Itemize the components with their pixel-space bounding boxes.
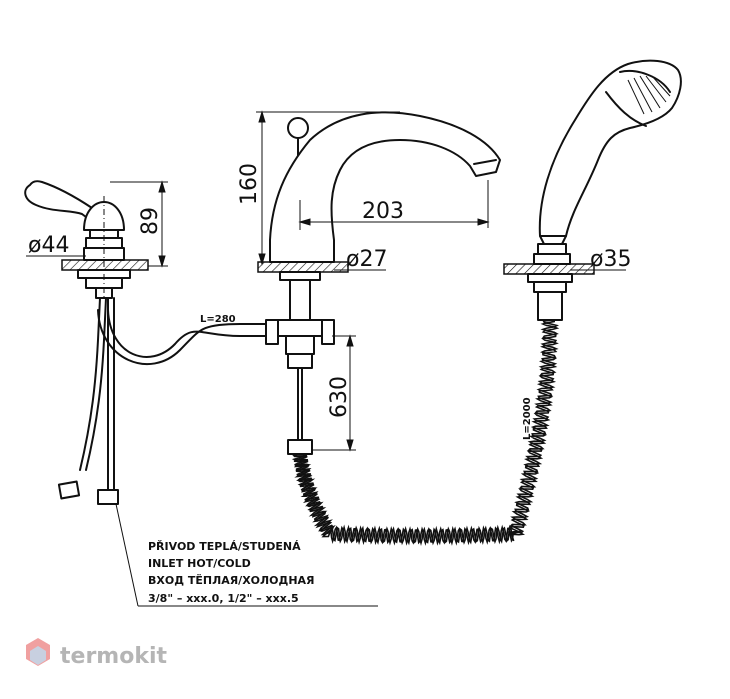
holder-ring	[533, 253, 571, 265]
dim-ø27: ø27	[334, 247, 387, 272]
connection-hose-outer	[97, 309, 269, 366]
note-line-3: ВХОД ТЁПЛАЯ/ХОЛОДНАЯ	[148, 573, 315, 587]
tee-bottom	[285, 335, 315, 355]
spring-strand	[292, 319, 560, 547]
inlet-nut	[287, 439, 313, 455]
dim-89: 89	[110, 180, 168, 268]
spray-nozzles	[627, 75, 671, 115]
holder-nut-lower	[533, 281, 567, 293]
valve-dome	[83, 201, 125, 231]
spout-shank	[289, 279, 311, 321]
dim-89-label: 89	[138, 207, 163, 235]
hot-hose-inner	[85, 297, 107, 471]
spring-strand	[291, 319, 560, 546]
dim-630-label: 630	[327, 376, 352, 418]
note-line-2: INLET HOT/COLD	[148, 557, 251, 570]
shower-hose-spring	[291, 319, 560, 547]
dim-ø44-label: ø44	[28, 233, 69, 258]
note-line-4: 3/8" – xxx.0, 1/2" – xxx.5	[148, 592, 299, 605]
left-supply-hoses: L=280	[57, 297, 269, 505]
shower-face	[619, 70, 671, 93]
hot-hose-nut	[57, 480, 81, 500]
note-line-1: PŘIVOD TEPLÁ/STUDENÁ	[148, 540, 301, 553]
deck-right	[503, 263, 595, 275]
connection-hose-inner	[107, 309, 269, 358]
tee-right-nut	[321, 319, 335, 345]
shower-handle	[538, 59, 682, 237]
lever-handle	[24, 180, 93, 221]
popup-knob	[287, 117, 309, 139]
dim-ø35-label: ø35	[590, 247, 631, 272]
hand-shower-assembly	[503, 59, 682, 321]
dim-ø44: ø44	[26, 233, 86, 258]
tee-bottom-nut	[287, 353, 313, 369]
brand-logo: termokit	[26, 638, 167, 669]
dim-203: 203	[298, 180, 490, 230]
dim-160: 160	[237, 110, 400, 266]
spout-assembly	[257, 111, 501, 455]
hot-hose-outer	[79, 297, 101, 471]
dim-160-label: 160	[237, 163, 262, 205]
dim-203-label: 203	[362, 199, 404, 224]
note-leader	[115, 503, 139, 607]
holder-shank	[537, 291, 563, 321]
deck-left	[61, 259, 149, 271]
spout-tip-line	[473, 159, 497, 165]
brand-hexagon-inner-icon	[30, 646, 46, 665]
tee-left-nut	[265, 319, 279, 345]
dim-630: 630	[312, 334, 356, 452]
hose-length-label: L=280	[200, 314, 236, 325]
left-valve	[24, 180, 149, 300]
brand-name: termokit	[60, 644, 167, 669]
holder-nut	[527, 273, 573, 283]
shower-cone	[539, 235, 567, 245]
cold-hose-nut	[97, 489, 119, 505]
spout-nut	[279, 271, 321, 281]
inlet-note: PŘIVOD TEPLÁ/STUDENÁ INLET HOT/COLD ВХОД…	[115, 503, 378, 607]
shower-hose-length-label: L=2000	[522, 397, 533, 440]
dim-ø27-label: ø27	[346, 247, 387, 272]
shower-head-rim	[605, 91, 647, 127]
dim-ø35: ø35	[570, 247, 631, 272]
holder-collar	[537, 243, 567, 255]
spout-body	[269, 111, 501, 263]
